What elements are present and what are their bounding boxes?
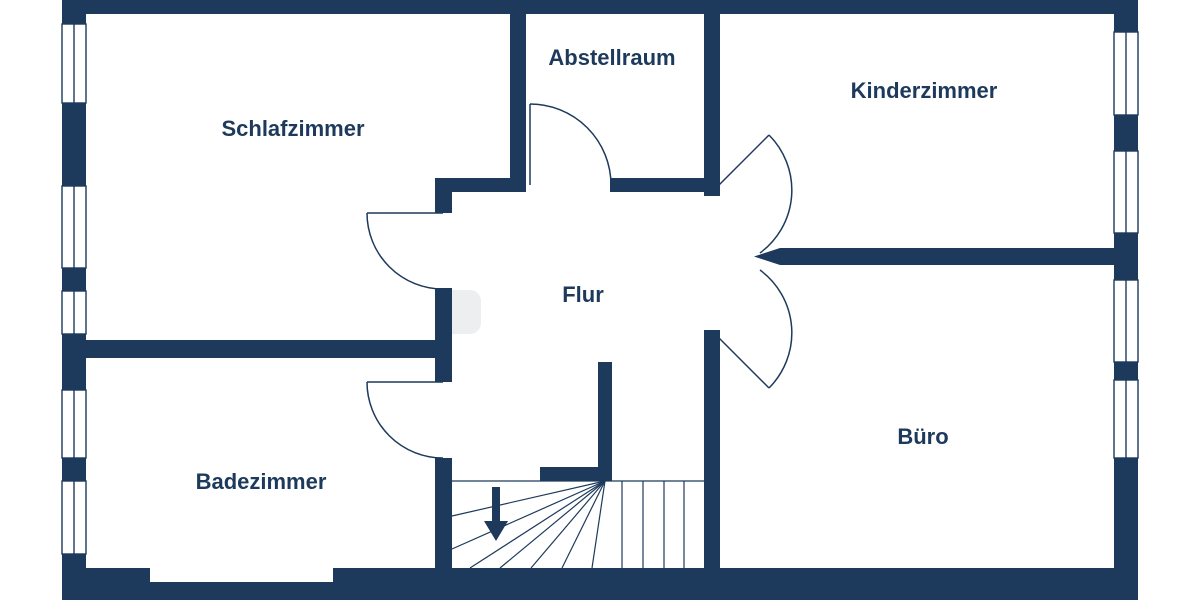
room-label-schlafzimmer: Schlafzimmer xyxy=(221,116,364,141)
window xyxy=(61,480,87,555)
stair-tread xyxy=(591,480,606,569)
stair-tread xyxy=(451,480,606,550)
door-arc xyxy=(366,381,444,459)
window xyxy=(61,389,87,459)
wall-segment xyxy=(1114,0,1138,32)
wall-segment xyxy=(598,362,612,481)
wall-segment xyxy=(62,103,86,186)
wall-segment xyxy=(62,340,452,358)
wall-segment xyxy=(62,0,86,24)
wall-segment xyxy=(333,568,1138,600)
wall-segment xyxy=(1114,115,1138,151)
wall-segment xyxy=(435,288,452,382)
wall-segment xyxy=(150,582,333,600)
window xyxy=(61,185,87,269)
wall-segment xyxy=(62,568,150,600)
stair-tread xyxy=(469,480,606,569)
window xyxy=(61,290,87,335)
doors xyxy=(366,103,793,459)
stairs xyxy=(451,480,704,569)
window xyxy=(1113,379,1139,459)
door-schlafzimmer xyxy=(366,212,444,290)
door-leaf xyxy=(713,134,770,191)
wall-segment xyxy=(754,248,780,265)
stair-tread xyxy=(561,480,606,569)
room-label-buero: Büro xyxy=(897,424,948,449)
wall-segment xyxy=(435,458,452,568)
door-buero xyxy=(713,269,793,389)
door-arc xyxy=(759,134,793,254)
stairs-direction-arrow xyxy=(484,487,508,541)
window xyxy=(1113,150,1139,234)
wall-segment xyxy=(780,248,1138,265)
door-arc xyxy=(759,269,793,389)
wall-segment xyxy=(610,178,720,192)
door-leaf xyxy=(713,332,770,389)
wall-segment xyxy=(540,467,612,481)
window xyxy=(1113,279,1139,363)
room-label-badezimmer: Badezimmer xyxy=(196,469,327,494)
stair-tread xyxy=(451,480,606,517)
stair-tread xyxy=(499,480,606,569)
door-arc xyxy=(366,212,444,290)
stair-tread xyxy=(530,480,606,569)
door-abstellraum xyxy=(529,103,612,186)
wall-segment xyxy=(435,178,452,213)
windows xyxy=(61,23,1139,555)
wall-segment xyxy=(1114,362,1138,380)
room-labels: Schlafzimmer Abstellraum Kinderzimmer Fl… xyxy=(196,45,998,494)
wall-segment xyxy=(62,0,1138,14)
wall-segment xyxy=(704,330,720,568)
window xyxy=(61,23,87,104)
door-arc xyxy=(529,103,612,186)
door-badezimmer xyxy=(366,381,444,459)
wall-segment xyxy=(62,458,86,481)
wall-segment xyxy=(704,0,720,196)
room-label-flur: Flur xyxy=(562,282,604,307)
wall-segment xyxy=(435,178,526,192)
down-arrow-icon xyxy=(484,487,508,541)
room-label-kinderzimmer: Kinderzimmer xyxy=(851,78,998,103)
window xyxy=(1113,31,1139,116)
room-label-abstellraum: Abstellraum xyxy=(548,45,675,70)
wall-segment xyxy=(62,268,86,291)
wall-segment xyxy=(510,0,526,192)
door-kinderzimmer xyxy=(713,134,793,254)
walls xyxy=(62,0,1138,600)
